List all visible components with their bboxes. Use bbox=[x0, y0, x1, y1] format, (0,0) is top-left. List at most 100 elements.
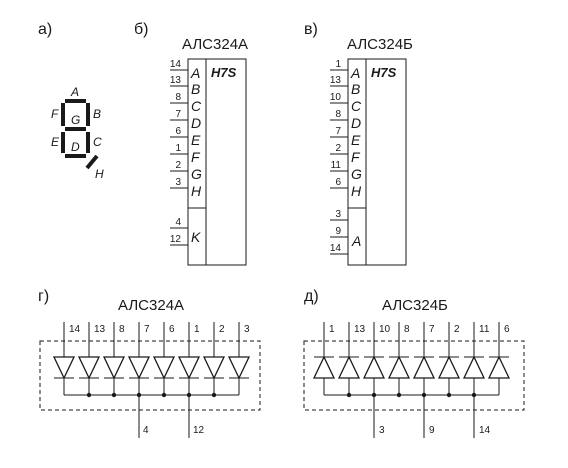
panel-v-symbol-box bbox=[347, 58, 407, 266]
pin-number: 3 bbox=[175, 177, 181, 188]
pin-number: 6 bbox=[169, 324, 175, 335]
pin-number: 7 bbox=[175, 109, 181, 120]
pin-number: 2 bbox=[335, 143, 341, 154]
led-diode bbox=[412, 355, 436, 379]
panel-g-package-outline bbox=[39, 340, 261, 411]
seg-label-d: D bbox=[71, 140, 80, 154]
led-diode bbox=[362, 355, 386, 379]
signal-name: A bbox=[190, 65, 200, 81]
pin-number: 14 bbox=[69, 324, 81, 335]
led-diode bbox=[152, 356, 176, 380]
led-diode bbox=[312, 355, 336, 379]
panel-v-label: в) bbox=[304, 21, 318, 38]
signal-name: G bbox=[351, 166, 362, 182]
pin-number: 8 bbox=[404, 324, 410, 335]
pin-number: 4 bbox=[143, 425, 149, 436]
signal-name: G bbox=[191, 166, 202, 182]
seg-label-f: F bbox=[51, 107, 59, 121]
signal-name: C bbox=[191, 98, 202, 114]
junction-dot bbox=[471, 392, 477, 398]
panel-b-function: H7S bbox=[211, 65, 237, 80]
common-signal-name: K bbox=[191, 229, 201, 245]
pin-number: 2 bbox=[454, 324, 460, 335]
signal-name: D bbox=[191, 115, 201, 131]
pin-number: 1 bbox=[329, 324, 335, 335]
pin-number: 2 bbox=[175, 160, 181, 171]
panel-g-common-bus bbox=[63, 378, 240, 438]
panel-b-pin-row: 8 C bbox=[170, 92, 202, 114]
panel-v-pin-row: 11 G bbox=[330, 160, 362, 182]
panel-v-common-pins: 3 9 14 A bbox=[330, 209, 361, 255]
signal-name: B bbox=[191, 81, 200, 97]
panel-v-pin-row: 13 B bbox=[330, 75, 360, 97]
panel-d-pin-leads bbox=[323, 322, 500, 357]
led-diode bbox=[337, 355, 361, 379]
junction-dot bbox=[346, 392, 352, 398]
signal-name: H bbox=[191, 183, 202, 199]
panel-d-common-bus bbox=[323, 378, 500, 438]
junction-dot bbox=[86, 392, 92, 398]
pin-number: 3 bbox=[244, 324, 250, 335]
pin-number: 14 bbox=[330, 243, 342, 254]
panel-d-label: д) bbox=[304, 288, 319, 305]
panel-b-symbol-box bbox=[187, 58, 247, 266]
seg-label-h: H bbox=[95, 167, 104, 181]
common-signal-name: A bbox=[351, 233, 361, 249]
panel-g: г) АЛС324А 14 13 8 7 6 1 2 3 bbox=[38, 288, 261, 438]
signal-name: D bbox=[351, 115, 361, 131]
pin-number: 13 bbox=[330, 75, 342, 86]
pin-number: 13 bbox=[94, 324, 106, 335]
led-diode bbox=[177, 356, 201, 380]
panel-g-label: г) bbox=[38, 288, 49, 305]
signal-name: B bbox=[351, 81, 360, 97]
pin-number: 8 bbox=[335, 109, 341, 120]
panel-d-title: АЛС324Б bbox=[382, 297, 448, 314]
panel-b-pin-row: 14 A bbox=[170, 59, 200, 81]
signal-name: F bbox=[191, 149, 201, 165]
junction-dot bbox=[161, 392, 167, 398]
signal-name: A bbox=[350, 65, 360, 81]
pin-number: 10 bbox=[379, 324, 391, 335]
panel-b-pin-row: 7 D bbox=[170, 109, 201, 131]
panel-v-title: АЛС324Б bbox=[347, 36, 413, 53]
panel-b-title: АЛС324А bbox=[182, 36, 248, 53]
panel-b-pin-row: 3 H bbox=[170, 177, 202, 199]
panel-v-pin-row: 10 C bbox=[330, 92, 362, 114]
pin-number: 11 bbox=[331, 160, 342, 171]
junction-dot bbox=[211, 392, 217, 398]
seg-label-a: A bbox=[70, 85, 79, 99]
panel-v-pin-row: 7 E bbox=[330, 126, 361, 148]
panel-b-label: б) bbox=[134, 21, 149, 38]
panel-a: а) A B C D E F G H bbox=[38, 21, 104, 181]
panel-a-label: а) bbox=[38, 21, 52, 38]
pin-number: 7 bbox=[429, 324, 435, 335]
panel-b-common-pins: 4 12 K bbox=[170, 217, 201, 246]
pin-number: 7 bbox=[144, 324, 150, 335]
pin-number: 6 bbox=[504, 324, 510, 335]
junction-dot bbox=[421, 392, 427, 398]
pin-number: 14 bbox=[170, 59, 182, 70]
panel-g-title: АЛС324А bbox=[118, 297, 184, 314]
panel-v-pin-row: 2 F bbox=[330, 143, 361, 165]
pin-number: 13 bbox=[170, 75, 182, 86]
pin-number: 9 bbox=[335, 226, 341, 237]
led-diode bbox=[387, 355, 411, 379]
pin-number: 1 bbox=[335, 59, 341, 70]
led-diode bbox=[52, 356, 76, 380]
pin-number: 8 bbox=[119, 324, 125, 335]
led-diode bbox=[127, 356, 151, 380]
led-diode bbox=[462, 355, 486, 379]
panel-v-function: H7S bbox=[371, 65, 397, 80]
junction-dot bbox=[396, 392, 402, 398]
pin-number: 8 bbox=[175, 92, 181, 103]
seg-label-g: G bbox=[71, 113, 80, 127]
junction-dot bbox=[186, 392, 192, 398]
segment-h bbox=[85, 154, 99, 170]
junction-dot bbox=[371, 392, 377, 398]
pin-number: 12 bbox=[170, 234, 182, 245]
panel-b: б) АЛС324А H7S 14 A 13 B 8 C 7 D 6 bbox=[134, 21, 248, 266]
pin-number: 7 bbox=[335, 126, 341, 137]
seg-label-c: C bbox=[93, 135, 102, 149]
panel-v-pin-row: 6 H bbox=[330, 177, 362, 199]
junction-dot bbox=[446, 392, 452, 398]
